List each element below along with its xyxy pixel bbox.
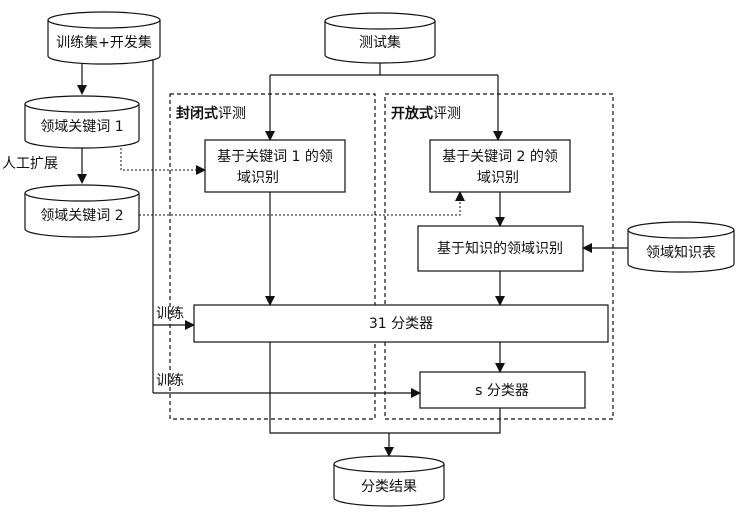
svg-text:领域关键词 1: 领域关键词 1 bbox=[40, 119, 123, 135]
closed-eval-region bbox=[169, 93, 376, 420]
svg-text:领域关键词 2: 领域关键词 2 bbox=[40, 208, 123, 224]
svg-text:基于关键词 1 的领: 基于关键词 1 的领 bbox=[217, 148, 333, 165]
svg-text:s 分类器: s 分类器 bbox=[475, 383, 529, 399]
train-dev-database: 训练集+开发集 bbox=[47, 11, 161, 65]
keywords1-database: 领域关键词 1 bbox=[24, 95, 140, 149]
keyword2-recognition-box: 基于关键词 2 的领 域识别 bbox=[429, 139, 571, 193]
svg-text:训练集+开发集: 训练集+开发集 bbox=[56, 34, 152, 51]
svg-text:基于知识的领域识别: 基于知识的领域识别 bbox=[437, 240, 563, 257]
manual-expand-label: 人工扩展 bbox=[2, 156, 58, 172]
svg-text:域识别: 域识别 bbox=[477, 170, 519, 186]
classifier-31-box: 31 分类器 bbox=[193, 304, 609, 343]
closed-eval-title: 封闭式评测 bbox=[176, 105, 246, 122]
keywords2-database: 领域关键词 2 bbox=[24, 184, 140, 238]
svg-text:基于关键词 2 的领: 基于关键词 2 的领 bbox=[442, 148, 558, 165]
train-label-1: 训练 bbox=[156, 306, 184, 322]
svg-text:分类结果: 分类结果 bbox=[361, 479, 417, 495]
svg-text:域识别: 域识别 bbox=[237, 170, 279, 186]
svg-text:领域知识表: 领域知识表 bbox=[646, 244, 716, 261]
open-eval-region bbox=[384, 93, 614, 420]
open-eval-title: 开放式评测 bbox=[391, 105, 461, 122]
result-database: 分类结果 bbox=[333, 455, 445, 507]
svg-text:31 分类器: 31 分类器 bbox=[369, 316, 433, 332]
test-database: 测试集 bbox=[324, 12, 436, 64]
keyword1-recognition-box: 基于关键词 1 的领 域识别 bbox=[204, 139, 346, 193]
classifier-s-box: s 分类器 bbox=[419, 371, 586, 409]
knowledge-table-database: 领域知识表 bbox=[627, 221, 735, 273]
train-label-2: 训练 bbox=[156, 373, 184, 389]
svg-text:测试集: 测试集 bbox=[359, 34, 401, 51]
knowledge-recognition-box: 基于知识的领域识别 bbox=[417, 225, 584, 272]
connectors bbox=[77, 60, 628, 457]
